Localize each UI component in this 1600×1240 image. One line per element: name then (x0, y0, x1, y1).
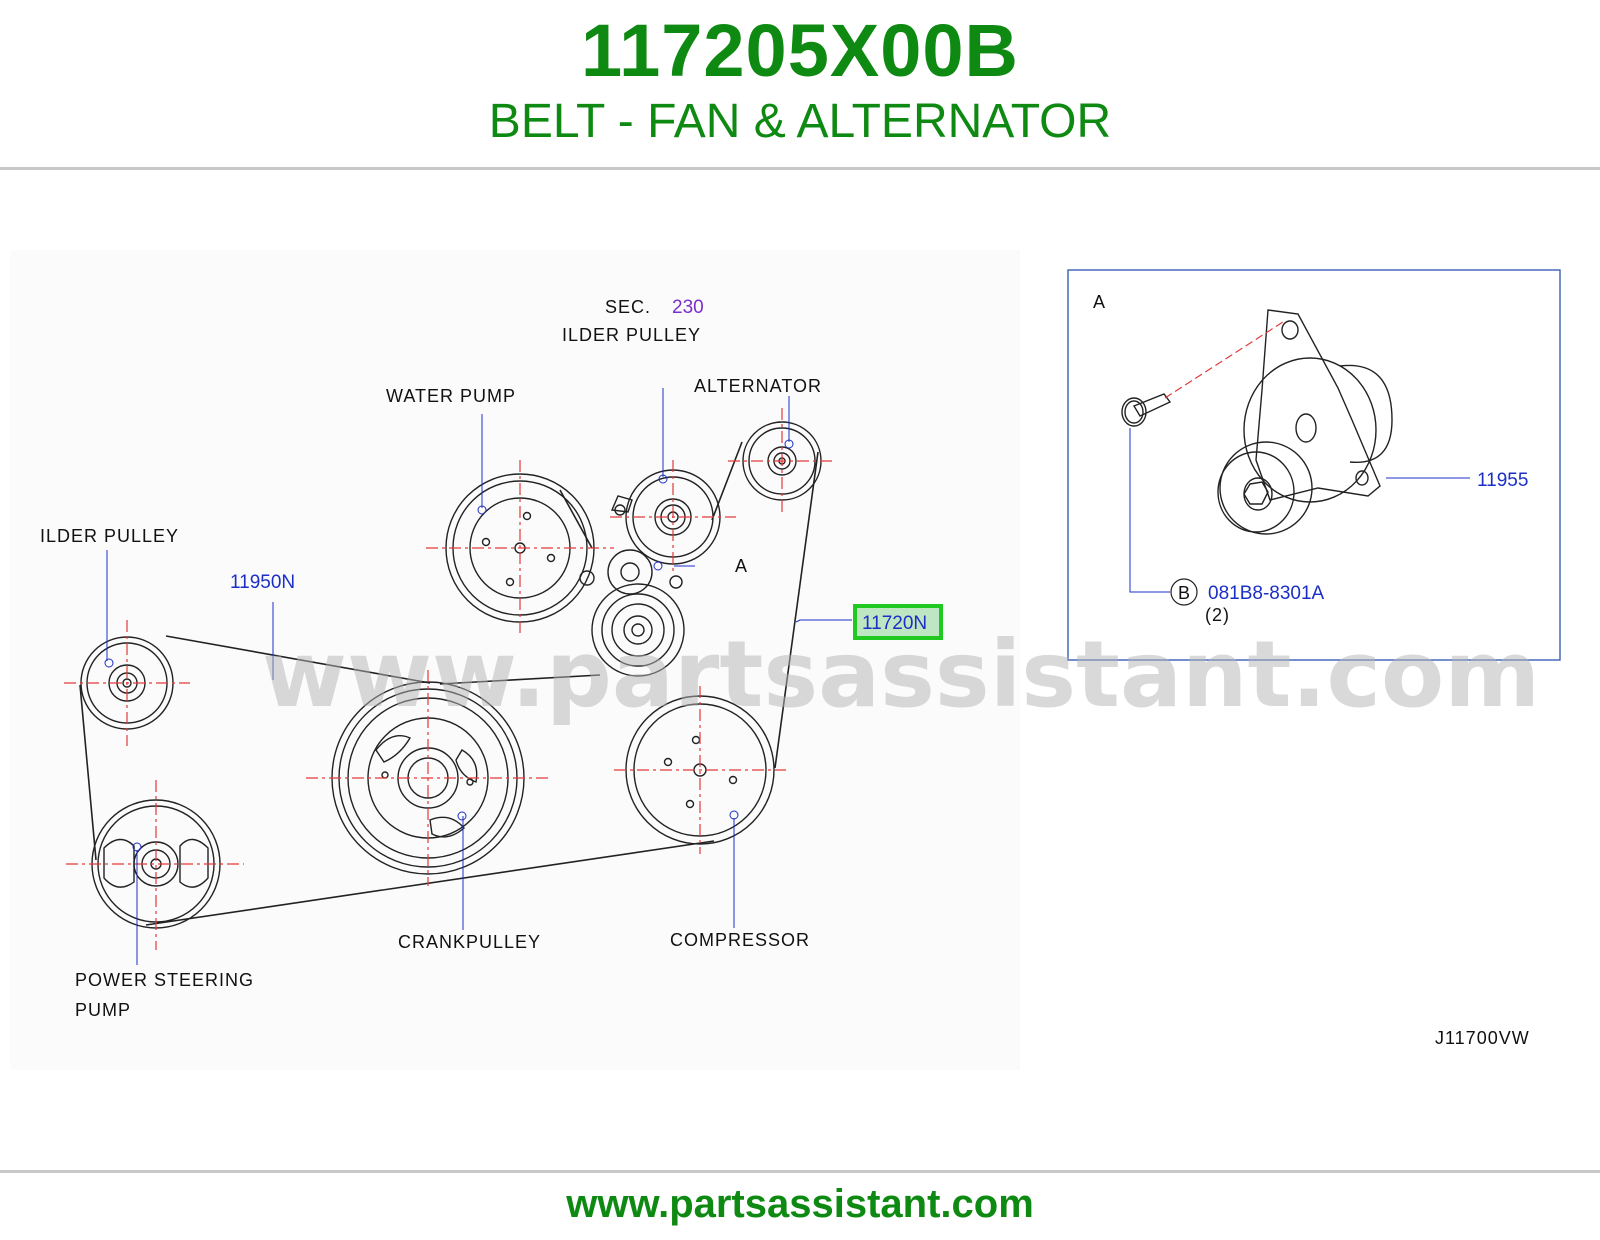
part-description: BELT - FAN & ALTERNATOR (488, 95, 1112, 148)
header-divider (0, 167, 1600, 170)
left-idler-label: ILDER PULLEY (40, 526, 179, 546)
diagram-svg: SEC. 230 ILDER PULLEY WATER PUMP ALTERNA… (10, 250, 1561, 1070)
upper-idler-label: ILDER PULLEY (562, 325, 701, 345)
bolt-ref-circle (1170, 578, 1198, 606)
power-steering-label-line1: POWER STEERING (75, 970, 254, 990)
crankpulley-label: CRANKPULLEY (398, 932, 541, 952)
tensioner-pulley (607, 549, 683, 595)
diagram-code: J11700VW (1435, 1028, 1530, 1048)
part-11720n-link[interactable]: 11720N (862, 613, 927, 634)
compressor-label: COMPRESSOR (670, 930, 810, 950)
lower-small-pulley (591, 583, 685, 677)
part-11955-link[interactable]: 11955 (1477, 470, 1528, 491)
part-11950n-link[interactable]: 11950N (230, 572, 295, 593)
sec-number-link[interactable]: 230 (672, 297, 704, 318)
tensioner-assembly-illustration (1121, 309, 1393, 535)
detail-a-ref: A (735, 556, 748, 576)
belt-diagram: SEC. 230 ILDER PULLEY WATER PUMP ALTERNA… (0, 170, 1600, 1170)
header: 117205X00B BELT - FAN & ALTERNATOR (0, 0, 1600, 170)
water-pump-label: WATER PUMP (386, 386, 516, 406)
footer-url-link[interactable]: www.partsassistant.com (566, 1182, 1034, 1226)
detail-a-box (1067, 269, 1561, 661)
leader-lines (104, 388, 852, 965)
footer-divider (0, 1170, 1600, 1173)
diagram-area (10, 250, 1020, 1070)
bolt-part-link[interactable]: 081B8-8301A (1208, 583, 1325, 604)
detail-leader-lines (1129, 428, 1470, 593)
detail-a-title: A (1093, 292, 1106, 312)
sec-label: SEC. (605, 297, 651, 317)
alternator-label: ALTERNATOR (694, 376, 822, 396)
part-number-title: 117205X00B (581, 9, 1019, 92)
watermark: www.partsassistant.com (262, 621, 1540, 728)
part-11720n-highlight[interactable] (853, 604, 943, 640)
power-steering-label-line2: PUMP (75, 1000, 131, 1020)
center-lines (64, 408, 836, 950)
bolt-ref-letter: B (1178, 583, 1191, 603)
bolt-quantity: (2) (1205, 605, 1230, 625)
